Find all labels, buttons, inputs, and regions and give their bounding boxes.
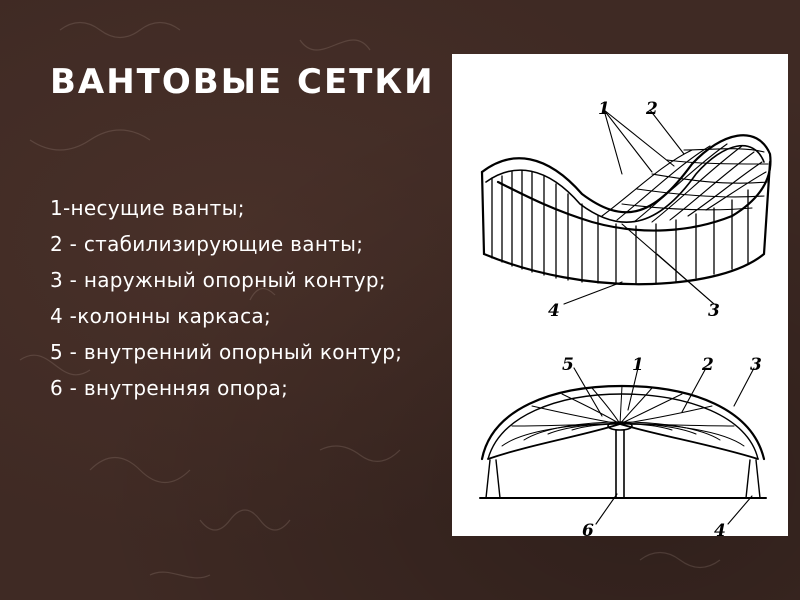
- callout-bottom-5: 5: [562, 355, 574, 375]
- legend-item: 3 - наружный опорный контур;: [50, 268, 386, 292]
- callout-bottom-6: 6: [582, 521, 594, 536]
- slide-title: ВАНТОВЫЕ СЕТКИ: [50, 62, 435, 102]
- callout-top-3: 3: [708, 301, 720, 321]
- callout-top-2: 2: [645, 99, 658, 119]
- callout-bottom-4: 4: [714, 521, 726, 536]
- callout-bottom-2: 2: [701, 355, 714, 375]
- callout-bottom-1: 1: [632, 355, 644, 375]
- callout-top-4: 4: [548, 301, 560, 321]
- callout-top-1: 1: [598, 99, 610, 119]
- cable-net-drawings: 1 2 4 3: [479, 99, 772, 536]
- legend-item: 5 - внутренний опорный контур;: [50, 340, 403, 364]
- legend-item: 6 - внутренняя опора;: [50, 376, 289, 400]
- callout-bottom-3: 3: [750, 355, 762, 375]
- legend-list: 1-несущие ванты; 2 - стабилизирующие ван…: [50, 190, 402, 406]
- dome-roof-drawing: [479, 367, 767, 525]
- legend-item: 4 -колонны каркаса;: [50, 304, 271, 328]
- cable-net-figure: 1 2 4 3: [452, 54, 788, 536]
- legend-item: 1-несущие ванты;: [50, 196, 245, 220]
- saddle-roof-drawing: [480, 109, 772, 305]
- legend-item: 2 - стабилизирующие ванты;: [50, 232, 364, 256]
